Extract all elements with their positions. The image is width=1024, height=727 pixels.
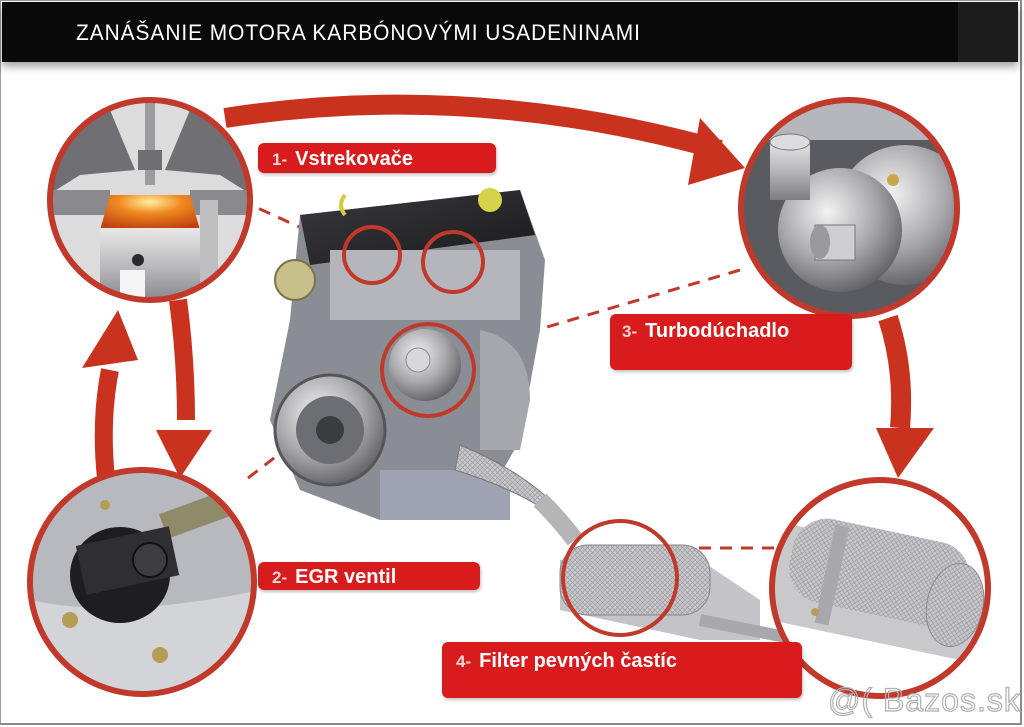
- arrowhead-icon: [156, 430, 212, 478]
- label-number: 3-: [622, 322, 638, 341]
- flow-arrows: [82, 94, 934, 479]
- label-text: Turbodúchadlo: [645, 320, 790, 342]
- arrowhead-icon: [876, 428, 934, 478]
- arrowhead-icon: [82, 310, 138, 368]
- label-injectors: 1- Vstrekovače: [258, 143, 496, 173]
- injector-piston-detail: [47, 97, 253, 303]
- page-title: ZANÁŠANIE MOTORA KARBÓNOVÝMI USADENINAMI: [76, 20, 641, 45]
- label-egr-valve: 2- EGR ventil: [258, 562, 480, 590]
- label-text: Filter pevných častíc: [479, 650, 677, 672]
- label-number: 1-: [272, 150, 288, 169]
- dpf-illustration: [559, 519, 792, 644]
- label-particulate-filter: 4- Filter pevných častíc: [442, 642, 802, 698]
- title-bar-edge: [958, 2, 1018, 62]
- label-number: 2-: [272, 568, 288, 587]
- arrow-egr-to-injectors: [94, 368, 119, 479]
- label-number: 4-: [456, 652, 472, 671]
- egr-valve-detail: [27, 467, 257, 697]
- label-text: EGR ventil: [295, 566, 397, 588]
- watermark: @( Bazos.sk: [827, 681, 1021, 718]
- arrow-turbo-to-dpf: [878, 314, 912, 429]
- arrow-injectors-to-turbo: [223, 94, 723, 160]
- particulate-filter-detail: [769, 477, 991, 699]
- title-bar: ZANÁŠANIE MOTORA KARBÓNOVÝMI USADENINAMI: [2, 2, 1018, 62]
- label-text: Vstrekovače: [295, 148, 413, 170]
- engine-highlight-circles: [342, 225, 485, 418]
- engine-illustration: [270, 188, 583, 546]
- label-turbocharger: 3- Turbodúchadlo: [610, 314, 852, 370]
- arrow-injectors-to-egr: [169, 298, 195, 421]
- arrowhead-icon: [688, 118, 745, 185]
- turbocharger-detail: [738, 97, 960, 319]
